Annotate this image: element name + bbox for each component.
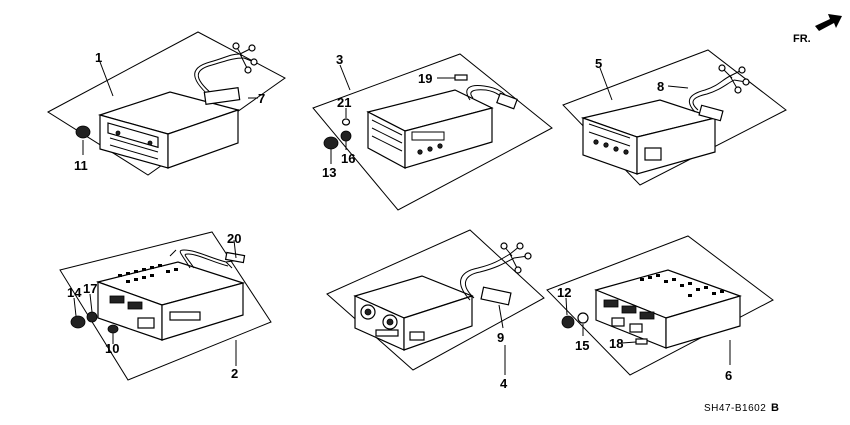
callout-12: 12 (557, 285, 571, 300)
knob-icon (75, 125, 91, 139)
callout-3: 3 (336, 52, 343, 67)
diagram-code-suffix: B (771, 402, 779, 414)
radio-unit-5-group: 5 8 (562, 49, 787, 186)
group-6-outline (546, 235, 774, 376)
callout-18: 18 (609, 336, 623, 351)
arrow-forward-icon (815, 14, 842, 31)
front-label: FR. (793, 33, 811, 45)
callout-6: 6 (725, 368, 732, 383)
callout-15: 15 (575, 338, 589, 353)
radio-unit-2-group: 20 14 17 10 2 (59, 231, 272, 381)
callout-14: 14 (67, 285, 82, 300)
group-3-outline (312, 53, 553, 211)
group-4-outline (326, 229, 545, 371)
callout-10: 10 (105, 341, 119, 356)
callout-16: 16 (341, 151, 355, 166)
callout-11: 11 (74, 158, 88, 173)
diagram-code: SH47-B1602 B (704, 402, 779, 414)
group-2-outline (59, 231, 272, 381)
callout-1: 1 (95, 50, 102, 65)
callout-9: 9 (497, 330, 504, 345)
callout-20: 20 (227, 231, 241, 246)
group-1-outline (47, 31, 286, 176)
callout-8: 8 (657, 79, 664, 94)
callout-21: 21 (337, 95, 351, 110)
callout-5: 5 (595, 56, 602, 71)
radio-unit-6-group: 12 15 18 6 (546, 235, 774, 383)
callout-17: 17 (83, 281, 97, 296)
radio-unit-4-group: 9 4 (326, 229, 545, 391)
diagram-code-text: SH47-B1602 (704, 403, 766, 414)
callout-4: 4 (500, 376, 508, 391)
callout-2: 2 (231, 366, 238, 381)
callout-13: 13 (322, 165, 336, 180)
callout-19: 19 (418, 71, 432, 86)
radio-unit-3-group: 3 19 21 16 13 (312, 52, 553, 211)
callout-7: 7 (258, 91, 265, 106)
front-orientation-indicator: FR. (793, 14, 842, 45)
radio-unit-1-group: 1 7 11 (47, 31, 286, 176)
